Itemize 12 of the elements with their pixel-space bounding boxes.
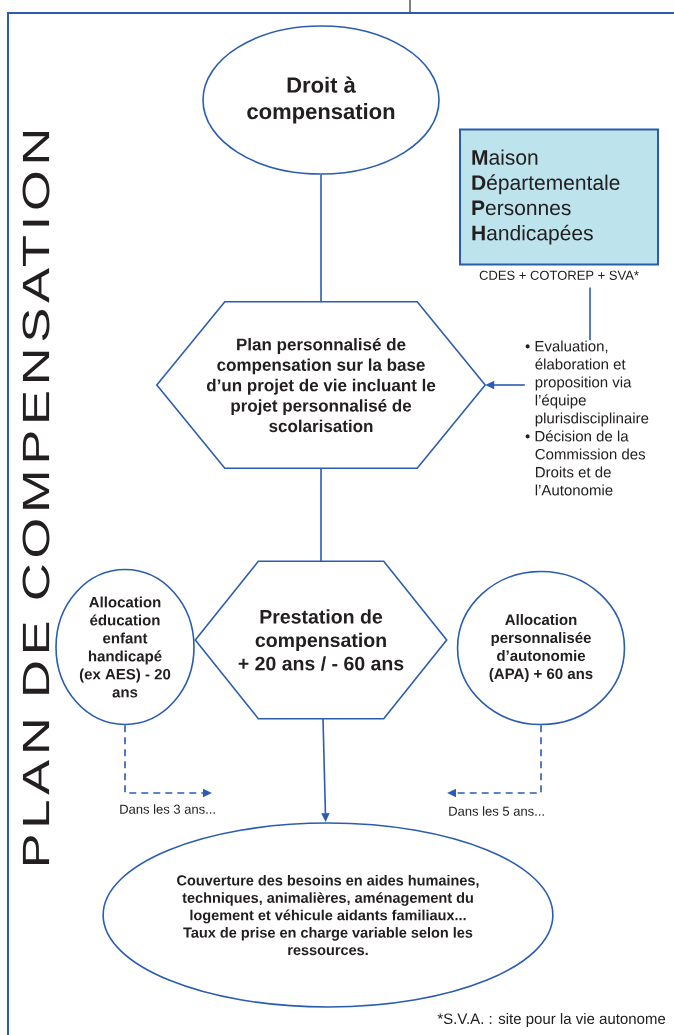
vertical-title: PLAN DE COMPENSATION [22,131,50,865]
caption-text: CDES + COTOREP + SVA* [479,270,639,280]
ellipse-node: Allocation personnalisée d’autonomie (APA) + 60 ans [456,570,626,726]
edge-label: Dans les 5 ans... [447,805,547,817]
note-text: • Evaluation, élaboration et proposition via l’équipe plurisdisciplinaire • Décision de la Commission des Droits et de l’Autonomie [525,340,649,496]
ellipse-node: Droit à compensation [202,25,440,175]
edge-label: Dans les 3 ans... [118,803,218,815]
ellipse-node: Couverture des besoins en aides humaines, techniques, animalières, aménagement du logement et véhicule aidants familiaux... Taux de prise en charge variable selon les ressources. [102,822,554,1008]
footnote-text: *S.V.A. : site pour la vie autonome [437,1013,666,1027]
hexagon-node: Prestation de compensation + 20 ans / - 60 ans [194,560,448,720]
title-box: Maison Départementale Personnes Handicapées [459,128,659,266]
ellipse-node: Allocation éducation enfant handicapé (ex AES) - 20 ans [55,568,195,726]
